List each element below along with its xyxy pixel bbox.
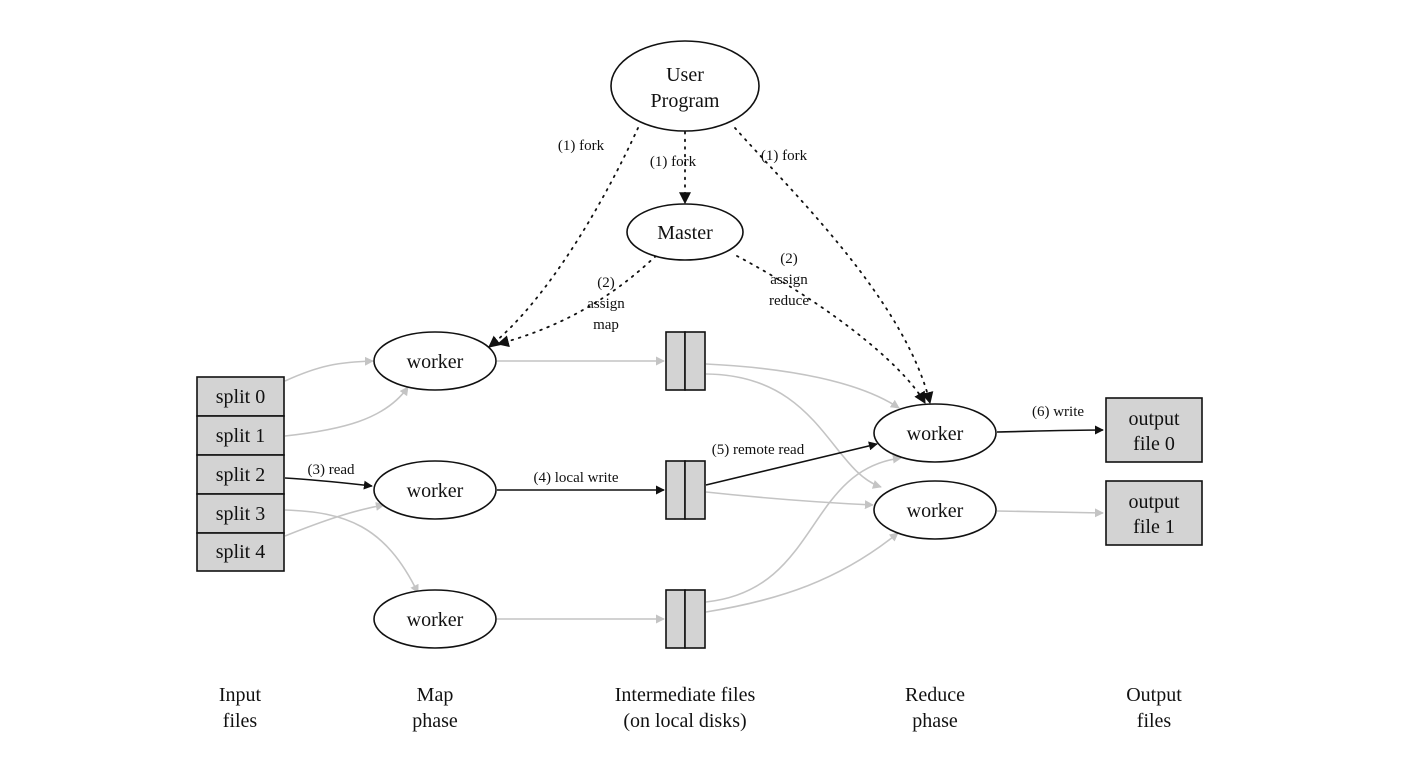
reduce-worker-2: worker xyxy=(873,480,997,540)
assign-map-label-line2: assign xyxy=(587,296,625,312)
split-label-4: split 4 xyxy=(216,541,265,563)
master-node: Master xyxy=(626,203,744,261)
gray-edges xyxy=(284,356,1104,624)
assign-map-label-line3: map xyxy=(593,317,619,333)
fork-label-center: (1) fork xyxy=(650,154,697,170)
black-edges xyxy=(284,425,1104,495)
edge-reduce2-output1 xyxy=(996,508,1104,518)
map-worker-2: worker xyxy=(373,460,497,520)
intermediate-file-1 xyxy=(665,331,706,391)
output-file-0-line2: file 0 xyxy=(1133,433,1175,455)
master-label: Master xyxy=(657,222,713,244)
assign-map-label-line1: (2) xyxy=(597,275,615,291)
caption-output-line2: files xyxy=(1137,710,1172,732)
local-write-label: (4) local write xyxy=(534,470,619,486)
edge-file1-reduce2 xyxy=(705,373,882,489)
caption-intermediate-line1: Intermediate files xyxy=(615,684,756,706)
caption-input-line1: Input xyxy=(219,684,262,706)
map-worker-1-label: worker xyxy=(407,351,464,373)
split-box-0: split 0 xyxy=(196,376,285,417)
edge-split0-worker1 xyxy=(284,356,374,382)
edge-split2-worker2 xyxy=(284,477,373,490)
edge-split3-worker3 xyxy=(284,509,419,594)
reduce-worker-2-label: worker xyxy=(907,500,964,522)
output-file-1-line1: output xyxy=(1128,491,1180,513)
map-worker-3: worker xyxy=(373,589,497,649)
edge-file3-reduce2 xyxy=(705,532,899,613)
remote-read-label: (5) remote read xyxy=(712,442,805,458)
split-label-1: split 1 xyxy=(216,425,265,447)
edge-reduce1-output0 xyxy=(996,425,1104,435)
caption-input-line2: files xyxy=(223,710,258,732)
user-program-label-line1: User xyxy=(666,64,704,86)
dotted-edges xyxy=(488,127,934,405)
split-label-0: split 0 xyxy=(216,386,265,408)
edge-file1-reduce1 xyxy=(705,363,900,409)
edge-file2-reduce2 xyxy=(705,491,874,510)
input-splits: split 0 split 1 split 2 split 3 split 4 xyxy=(196,376,285,572)
output-file-0-line1: output xyxy=(1128,408,1180,430)
output-file-0: output file 0 xyxy=(1105,397,1203,463)
map-worker-3-label: worker xyxy=(407,609,464,631)
edge-user-worker1 xyxy=(488,127,639,348)
caption-reduce-line2: phase xyxy=(912,710,958,732)
user-program-label-line2: Program xyxy=(651,90,720,112)
output-file-1: output file 1 xyxy=(1105,480,1203,546)
intermediate-file-2 xyxy=(665,460,706,520)
reduce-worker-1-label: worker xyxy=(907,423,964,445)
caption-map-line2: phase xyxy=(412,710,458,732)
assign-reduce-label-line3: reduce xyxy=(769,293,809,309)
reduce-worker-1: worker xyxy=(873,403,997,463)
read-label: (3) read xyxy=(307,462,355,478)
split-box-3: split 3 xyxy=(196,493,285,534)
column-captions: Input files Map phase Intermediate files… xyxy=(219,684,1182,732)
intermediate-file-3 xyxy=(665,589,706,649)
caption-output-line1: Output xyxy=(1126,684,1182,706)
caption-intermediate-line2: (on local disks) xyxy=(623,710,746,732)
fork-label-right: (1) fork xyxy=(761,148,808,164)
edge-file2-reduce1 xyxy=(705,441,878,486)
edge-user-reduce1 xyxy=(734,127,934,405)
edge-split1-worker1 xyxy=(284,386,409,437)
map-worker-1: worker xyxy=(373,331,497,391)
split-box-2: split 2 xyxy=(196,454,285,495)
edge-file3-reduce1 xyxy=(705,454,902,603)
edge-master-reduce1 xyxy=(736,255,926,405)
map-worker-2-label: worker xyxy=(407,480,464,502)
user-program-node: User Program xyxy=(610,40,760,132)
output-file-1-line2: file 1 xyxy=(1133,516,1175,538)
caption-reduce-line1: Reduce xyxy=(905,684,965,706)
split-box-1: split 1 xyxy=(196,415,285,456)
write-label: (6) write xyxy=(1032,404,1084,420)
assign-reduce-label-line1: (2) xyxy=(780,251,798,267)
split-label-3: split 3 xyxy=(216,503,265,525)
edge-master-worker1 xyxy=(496,255,657,348)
assign-reduce-label-line2: assign xyxy=(770,272,808,288)
caption-map-line1: Map xyxy=(417,684,454,706)
fork-label-left: (1) fork xyxy=(558,138,605,154)
split-box-4: split 4 xyxy=(196,532,285,572)
edge-labels: (1) fork (1) fork (1) fork (2) assign ma… xyxy=(307,138,1084,486)
split-label-2: split 2 xyxy=(216,464,265,486)
